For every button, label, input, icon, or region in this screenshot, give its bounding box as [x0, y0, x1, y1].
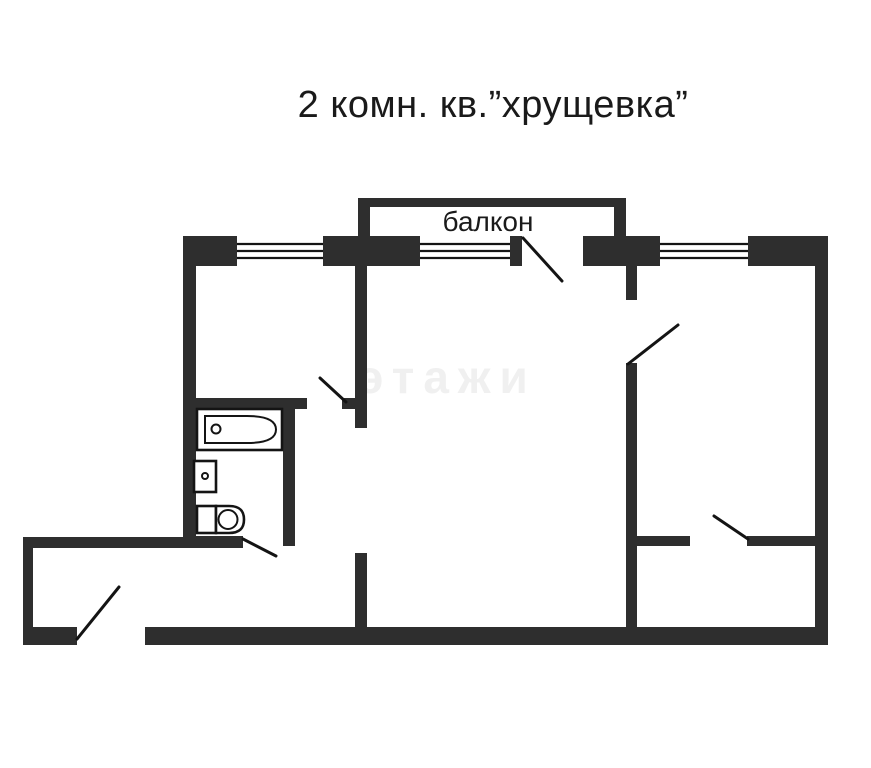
bathroom-bottom-wall [190, 536, 243, 548]
balcony-door-opening [522, 236, 583, 266]
closet-wall-right [747, 536, 815, 546]
bathroom-fixtures [192, 407, 284, 535]
interior-walls [190, 266, 815, 627]
closet-door-swing [712, 514, 750, 541]
sink-icon [192, 459, 218, 494]
toilet-icon [195, 504, 246, 535]
right-wall [815, 236, 828, 645]
balcony-rail-right [614, 198, 626, 237]
kitchen-door-stub [342, 398, 367, 409]
kitchen-window [237, 236, 323, 266]
bedroom-door-swing [626, 323, 680, 366]
balcony-label: балкон [442, 206, 534, 237]
entry-left-wall [23, 538, 33, 645]
living-bedroom-wall-lower [626, 363, 637, 627]
bathtub-icon [195, 407, 284, 452]
toilet-tank [195, 504, 218, 535]
kitchen-door-swing [318, 376, 348, 404]
entry-top-wall [23, 537, 243, 548]
sink-drain [201, 472, 209, 480]
outer-walls [23, 236, 828, 645]
windows [237, 236, 748, 266]
balcony-rail-top [358, 198, 626, 207]
bedroom-window [660, 236, 748, 266]
closet-wall-left [637, 536, 690, 546]
toilet-bowl-inner [217, 509, 239, 530]
door-swings [75, 236, 750, 641]
balcony-railing [358, 198, 626, 237]
bottom-wall-left [23, 627, 77, 645]
bathroom-top-wall [190, 398, 307, 409]
bathtub-drain [210, 423, 222, 435]
bathroom-door-swing [241, 537, 278, 558]
hall-living-wall [355, 553, 367, 627]
bathtub-basin [204, 415, 278, 444]
living-bedroom-wall-upper [626, 266, 637, 300]
balcony-rail-left [358, 198, 370, 237]
balcony-window [420, 236, 583, 266]
bottom-wall [145, 627, 828, 645]
left-wall [183, 236, 196, 548]
entrance-door-swing [75, 585, 121, 641]
kitchen-living-wall [355, 266, 367, 428]
bathroom-right-wall [283, 398, 295, 546]
balcony-door-swing [521, 236, 564, 283]
page-title: 2 комн. кв.”хрущевка” [297, 84, 689, 126]
